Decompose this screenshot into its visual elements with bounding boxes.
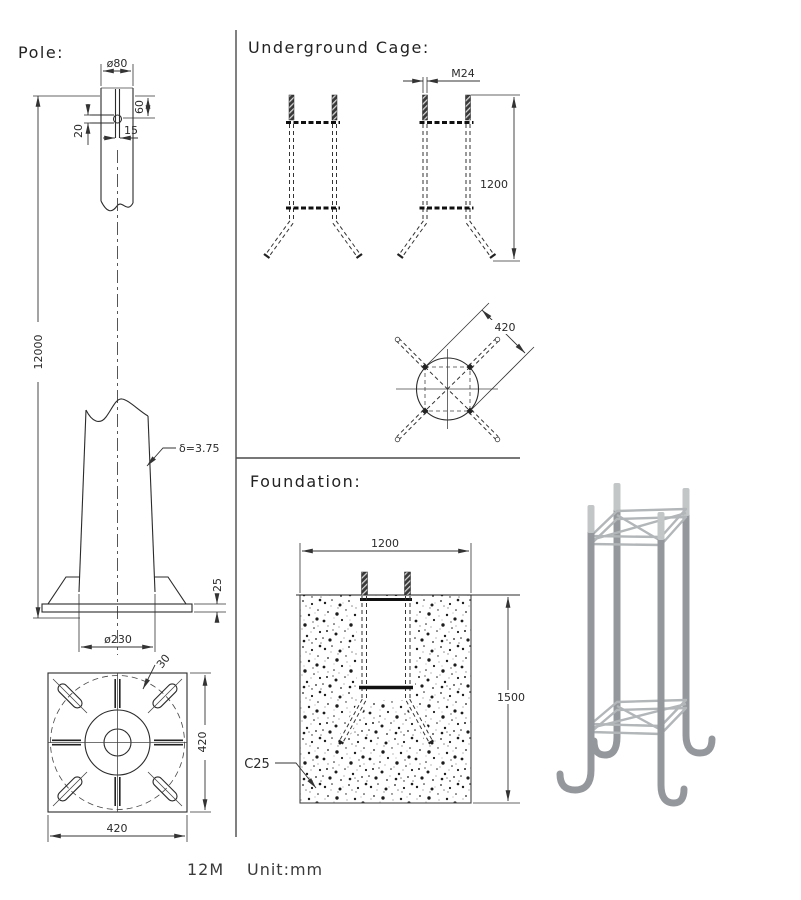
cage-front-view-right: M24 1200 (396, 67, 520, 262)
cage-front-view-left (263, 94, 363, 259)
foundation-section-view: 1200 1500 C25 (244, 537, 533, 804)
pole-top-detail: ø80 60 20 15 12000 (31, 57, 155, 655)
dim-pole-base-diameter: ø230 (104, 633, 132, 646)
dim-foundation-width: 1200 (371, 537, 399, 550)
section-titles: Pole: Underground Cage: Foundation: 12M … (18, 38, 430, 879)
dim-pole-tip-length: 60 (133, 100, 146, 114)
foundation-section-title: Foundation: (250, 472, 361, 491)
threaded-tip (587, 505, 595, 533)
threaded-tip (657, 512, 665, 540)
dim-plate-depth: 420 (196, 732, 209, 753)
unit-label: Unit:mm (247, 860, 323, 879)
cage-plan-view: 420 (394, 302, 535, 443)
dim-plate-thickness: 25 (211, 578, 224, 592)
cage-3d-render (556, 483, 716, 807)
base-plate-plan-view: 30 420 420 (47, 652, 211, 842)
concrete-grade-label: C25 (244, 757, 270, 772)
threaded-tip (613, 483, 621, 511)
dim-foundation-depth: 1500 (497, 691, 525, 704)
dim-cage-length: 1200 (480, 178, 508, 191)
dim-slot-width: 30 (154, 652, 173, 671)
underground-cage-section-title: Underground Cage: (248, 38, 430, 57)
dim-pole-wall-thickness: δ=3.75 (179, 442, 219, 455)
dim-plate-width: 420 (107, 822, 128, 835)
pole-base-front-view: δ=3.75 25 ø230 (41, 398, 226, 652)
pole-section-title: Pole: (18, 43, 64, 62)
view-dividers (235, 30, 520, 837)
dim-pole-total-length: 12000 (32, 335, 45, 370)
dim-cage-bolt-spacing: 420 (495, 321, 516, 334)
model-label: 12M (187, 860, 224, 879)
dim-pole-hook-offset: 20 (72, 124, 85, 138)
dim-pole-hook-width: 15 (124, 124, 138, 137)
dim-anchor-thread: M24 (451, 67, 475, 80)
dim-pole-top-diameter: ø80 (107, 57, 128, 70)
